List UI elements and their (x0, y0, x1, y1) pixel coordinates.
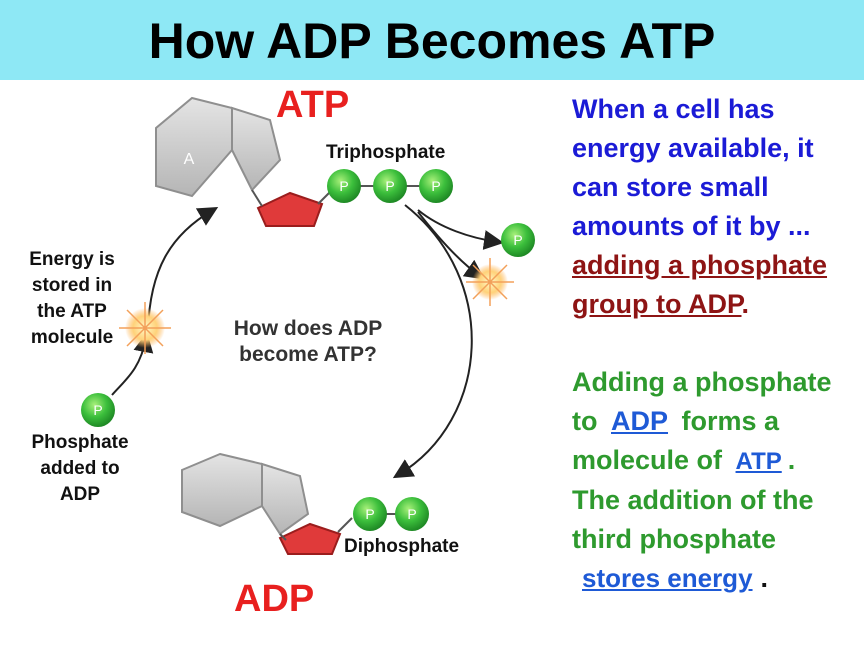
adp-ribose (278, 522, 342, 555)
green-fragment: molecule of (572, 445, 730, 475)
atp-label: ATP (276, 84, 350, 126)
p-letter: P (365, 506, 374, 522)
energy-stored-label: Energy is stored in the ATP molecule (14, 247, 130, 351)
title-bar: How ADP Becomes ATP (0, 0, 864, 80)
question-line: How does ADP (233, 317, 383, 340)
atp-molecule (155, 96, 453, 227)
center-question: How does ADP become ATP? (218, 316, 398, 368)
phosphate-line: ADP (59, 484, 101, 505)
question-line: become ATP? (239, 343, 377, 366)
released-phosphate (501, 223, 535, 257)
blank-answer-atp: ATP (735, 448, 782, 475)
atp-phosphate-3 (419, 169, 453, 203)
adp-label: ADP (234, 578, 315, 620)
blank-answer-stores-energy: stores energy (582, 563, 753, 593)
adp-hexagon (181, 452, 263, 528)
blue-line: When a cell has (572, 94, 775, 124)
fill-in-text: Adding a phosphate to ADP forms a molecu… (572, 363, 832, 598)
adp-molecule (181, 452, 429, 555)
molecule-letters: A P P P P P P P (93, 151, 522, 522)
green-line: third phosphate (572, 524, 776, 554)
energy-storage-text: When a cell has energy available, it can… (572, 90, 827, 324)
atp-cycle-diagram: A P P P P P P P (81, 96, 535, 555)
green-fragment: forms a (674, 406, 780, 436)
atp-phosphate-1 (327, 169, 361, 203)
adp-pentagon (261, 462, 310, 536)
energy-burst-right (466, 258, 514, 306)
phosphate-line: Phosphate (31, 432, 129, 453)
blue-line: can store small (572, 172, 769, 202)
energy-burst-left (119, 302, 171, 354)
p-letter: P (431, 178, 440, 194)
energy-line: molecule (30, 327, 114, 348)
answer-phrase: group to ADP (572, 289, 742, 319)
diphosphate-label: Diphosphate (344, 536, 460, 557)
green-line: The addition of the (572, 485, 814, 515)
adp-phosphate-2 (395, 497, 429, 531)
incoming-phosphate (81, 393, 115, 427)
period: . (760, 563, 769, 593)
cycle-arrow-right (392, 204, 473, 479)
triphosphate-label: Triphosphate (326, 142, 446, 163)
ribose-pentagon (256, 191, 324, 227)
p-letter: P (339, 178, 348, 194)
adenine-pentagon (231, 106, 282, 192)
adp-phosphate-1 (353, 497, 387, 531)
energy-line: stored in (31, 275, 113, 296)
green-line: Adding a phosphate (572, 367, 832, 397)
phosphate-release-arrow (417, 209, 504, 250)
atp-phosphate-2 (373, 169, 407, 203)
blue-line: energy available, it (572, 133, 814, 163)
adenine-hexagon (155, 96, 233, 198)
period: . (741, 289, 750, 319)
green-fragment: to (572, 406, 605, 436)
adenine-letter: A (184, 151, 195, 168)
p-letter: P (93, 402, 102, 418)
p-letter: P (407, 506, 416, 522)
cycle-arrow-left (147, 206, 219, 331)
phosphate-line: added to (40, 458, 120, 479)
period: . (787, 445, 796, 475)
blue-line: amounts of it by ... (572, 211, 811, 241)
energy-release-arrow (417, 211, 485, 280)
energy-line: the ATP (37, 301, 107, 322)
blank-answer-adp: ADP (611, 406, 669, 436)
answer-phrase: adding a phosphate (572, 250, 828, 280)
p-letter: P (385, 178, 394, 194)
phosphate-added-label: Phosphate added to ADP (18, 430, 142, 508)
p-letter: P (513, 232, 522, 248)
page-title: How ADP Becomes ATP (148, 13, 716, 69)
energy-line: Energy is (29, 249, 115, 270)
